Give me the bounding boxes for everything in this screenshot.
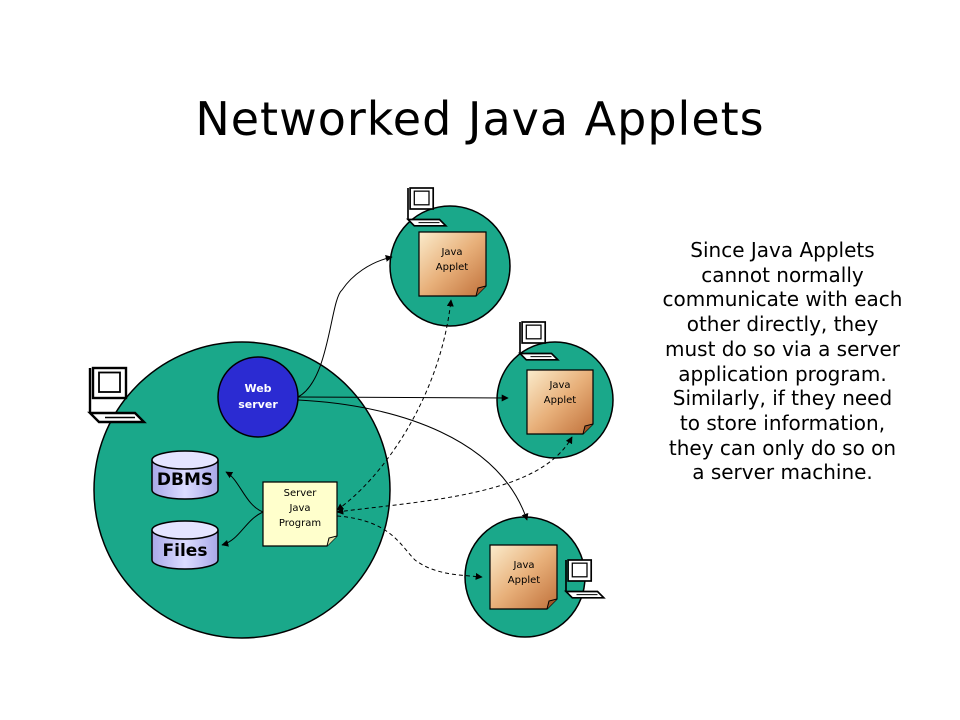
dbms-label: DBMS xyxy=(157,470,213,490)
caption-text: Since Java Applets cannot normally commu… xyxy=(662,238,903,485)
applet-middle-label-2: Applet xyxy=(544,395,576,406)
server-program-label-2: Java xyxy=(288,503,310,514)
applet-bottom-label-1: Java xyxy=(512,560,534,571)
dashed-link-applet-middle xyxy=(336,436,573,515)
applet-top-label-2: Applet xyxy=(436,262,468,273)
arrow-program-to-files xyxy=(221,511,264,547)
web-server-node xyxy=(217,356,299,438)
applet-top-label-1: Java xyxy=(440,247,462,258)
computer-icon xyxy=(519,321,559,361)
applet-middle-label-1: Java xyxy=(548,380,570,391)
server-program-label-1: Server xyxy=(284,488,318,499)
dashed-link-applet-bottom xyxy=(336,515,483,580)
files-label: Files xyxy=(163,541,208,561)
server-program-label-3: Program xyxy=(279,518,321,529)
web-server-label-2: server xyxy=(238,398,278,411)
computer-icon xyxy=(565,559,605,599)
arrow-program-to-dbms xyxy=(225,471,264,513)
database-cylinder-icon xyxy=(151,520,219,570)
web-server-label-1: Web xyxy=(244,382,271,395)
database-cylinder-icon xyxy=(151,450,219,500)
arrow-web-to-applet-top xyxy=(297,254,393,398)
page-title: Networked Java Applets xyxy=(195,92,765,146)
applet-bottom-label-2: Applet xyxy=(508,575,540,586)
